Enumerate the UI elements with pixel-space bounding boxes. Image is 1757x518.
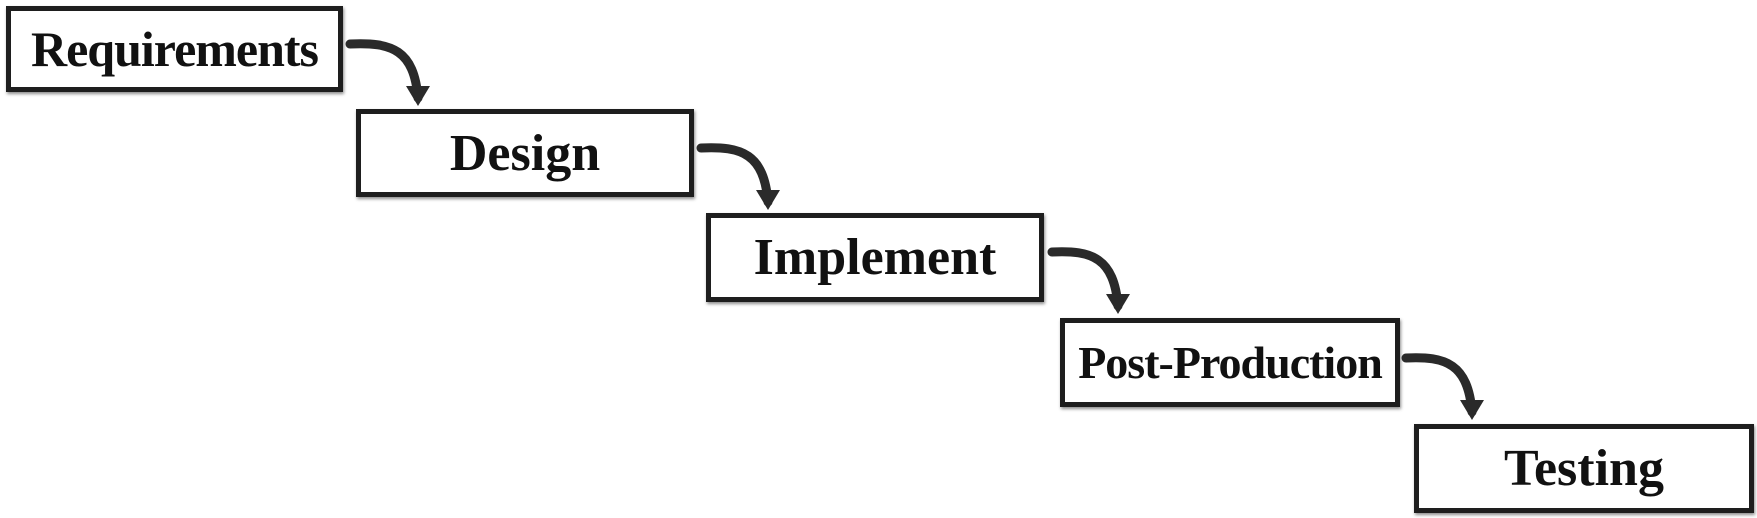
stage-post-production: Post-Production [1060, 318, 1400, 407]
stage-design: Design [356, 109, 694, 197]
arrow-requirements-to-design [345, 39, 430, 106]
arrow-post-production-to-testing [1401, 353, 1484, 420]
stage-implement: Implement [706, 213, 1044, 302]
stage-label: Implement [753, 229, 997, 286]
stage-label: Requirements [30, 21, 319, 77]
arrow-design-to-implement [696, 143, 780, 210]
arrow-implement-to-post-production [1047, 247, 1130, 314]
stage-requirements: Requirements [6, 6, 343, 92]
stage-label: Post-Production [1078, 337, 1383, 388]
stage-label: Design [449, 124, 601, 182]
stage-testing: Testing [1414, 424, 1754, 513]
stage-label: Testing [1504, 440, 1664, 497]
